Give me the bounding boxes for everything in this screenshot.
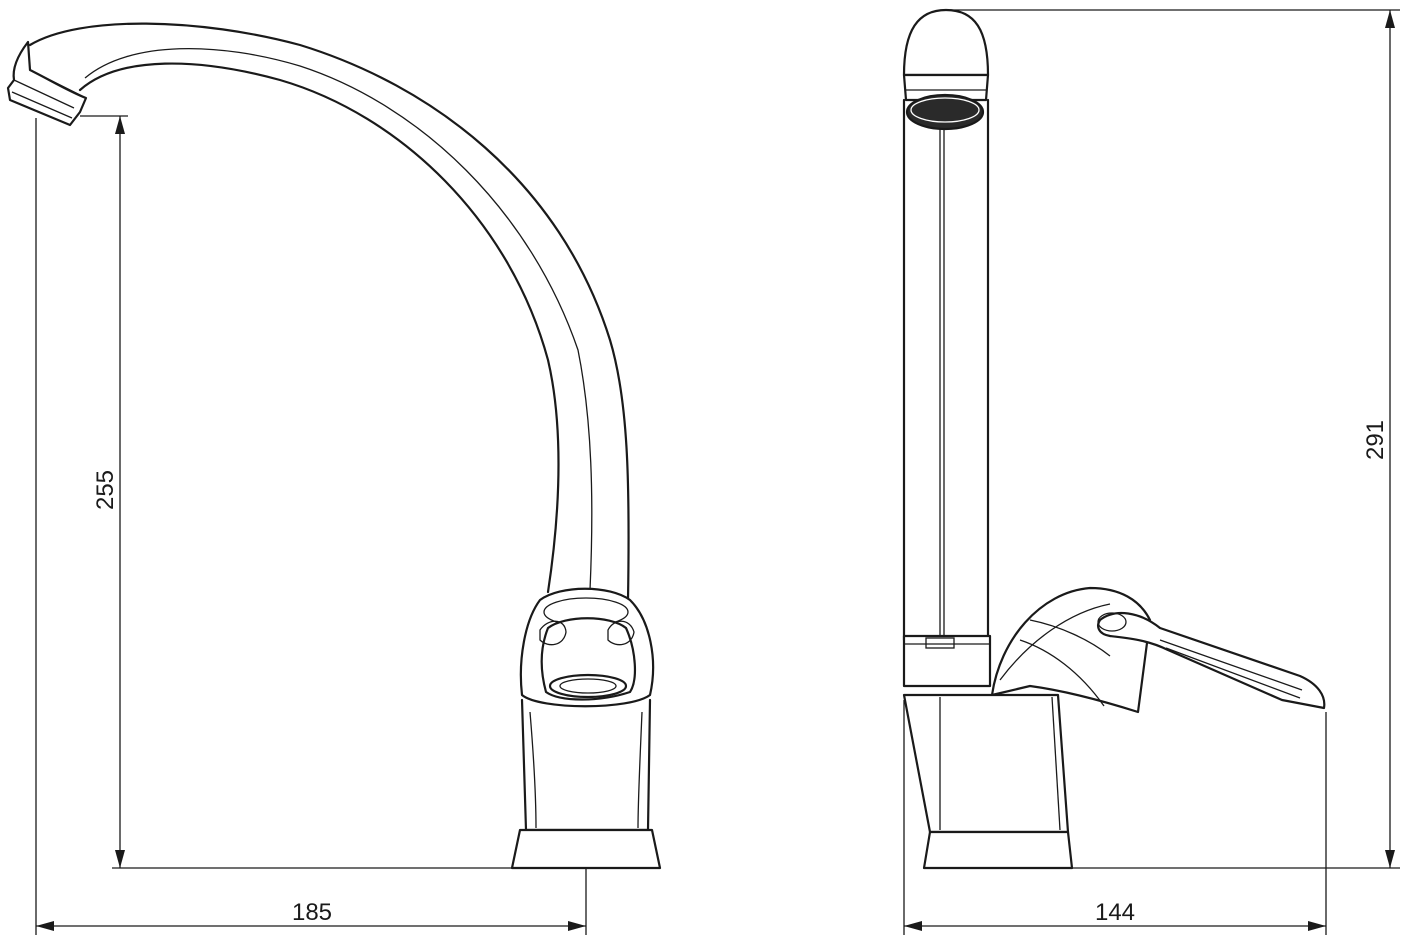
dim-label-144: 144 [1095, 899, 1135, 926]
spout-head [902, 8, 990, 77]
arrow-291-top [1385, 10, 1395, 28]
body-shade-left [529, 711, 537, 829]
front-view [6, 22, 662, 870]
collar-opening-inner [559, 678, 617, 694]
arrow-255-bottom [115, 850, 125, 868]
collar-lobe-left [539, 620, 567, 646]
side-base [922, 830, 1074, 870]
side-dimensions: 291 144 [903, 9, 1400, 935]
spout-highlight [84, 47, 593, 591]
side-view [902, 8, 1326, 870]
tube-collar-notch [925, 637, 955, 649]
arrow-291-bottom [1385, 850, 1395, 868]
dim-label-185: 185 [292, 899, 332, 926]
dim-label-255: 255 [92, 470, 119, 510]
cartridge-seam-1 [1019, 639, 1105, 707]
cartridge-seam-2 [999, 603, 1111, 681]
lever-pivot [1097, 612, 1127, 632]
aerator-ring [11, 69, 87, 119]
front-dimensions: 255 185 [35, 115, 587, 935]
side-body-edge-2 [1051, 696, 1061, 831]
handle-cartridge [990, 586, 1152, 714]
collar-opening [548, 673, 628, 699]
body-shade-right [637, 711, 643, 829]
cartridge-seam-3 [1029, 619, 1111, 657]
aerator-outlet-ring [910, 97, 980, 123]
dim-label-291: 291 [1362, 420, 1389, 460]
spout-inner-curve [78, 62, 560, 594]
arrow-185-left [36, 921, 54, 931]
front-base [510, 828, 662, 870]
arrow-144-right [1308, 921, 1326, 931]
lever-edge-2 [1165, 647, 1301, 699]
collar-lobe-right [607, 620, 635, 646]
side-body [902, 693, 1070, 834]
body-lower [520, 698, 652, 832]
lever-handle [1097, 612, 1326, 710]
spout-outer-curve [28, 22, 630, 602]
spout-tip [6, 40, 88, 127]
arrow-144-left [904, 921, 922, 931]
arrow-185-right [568, 921, 586, 931]
lever-edge-1 [1159, 639, 1303, 691]
arrow-255-top [115, 116, 125, 134]
aerator-outlet [905, 93, 985, 131]
spout-head-ring [902, 73, 990, 102]
